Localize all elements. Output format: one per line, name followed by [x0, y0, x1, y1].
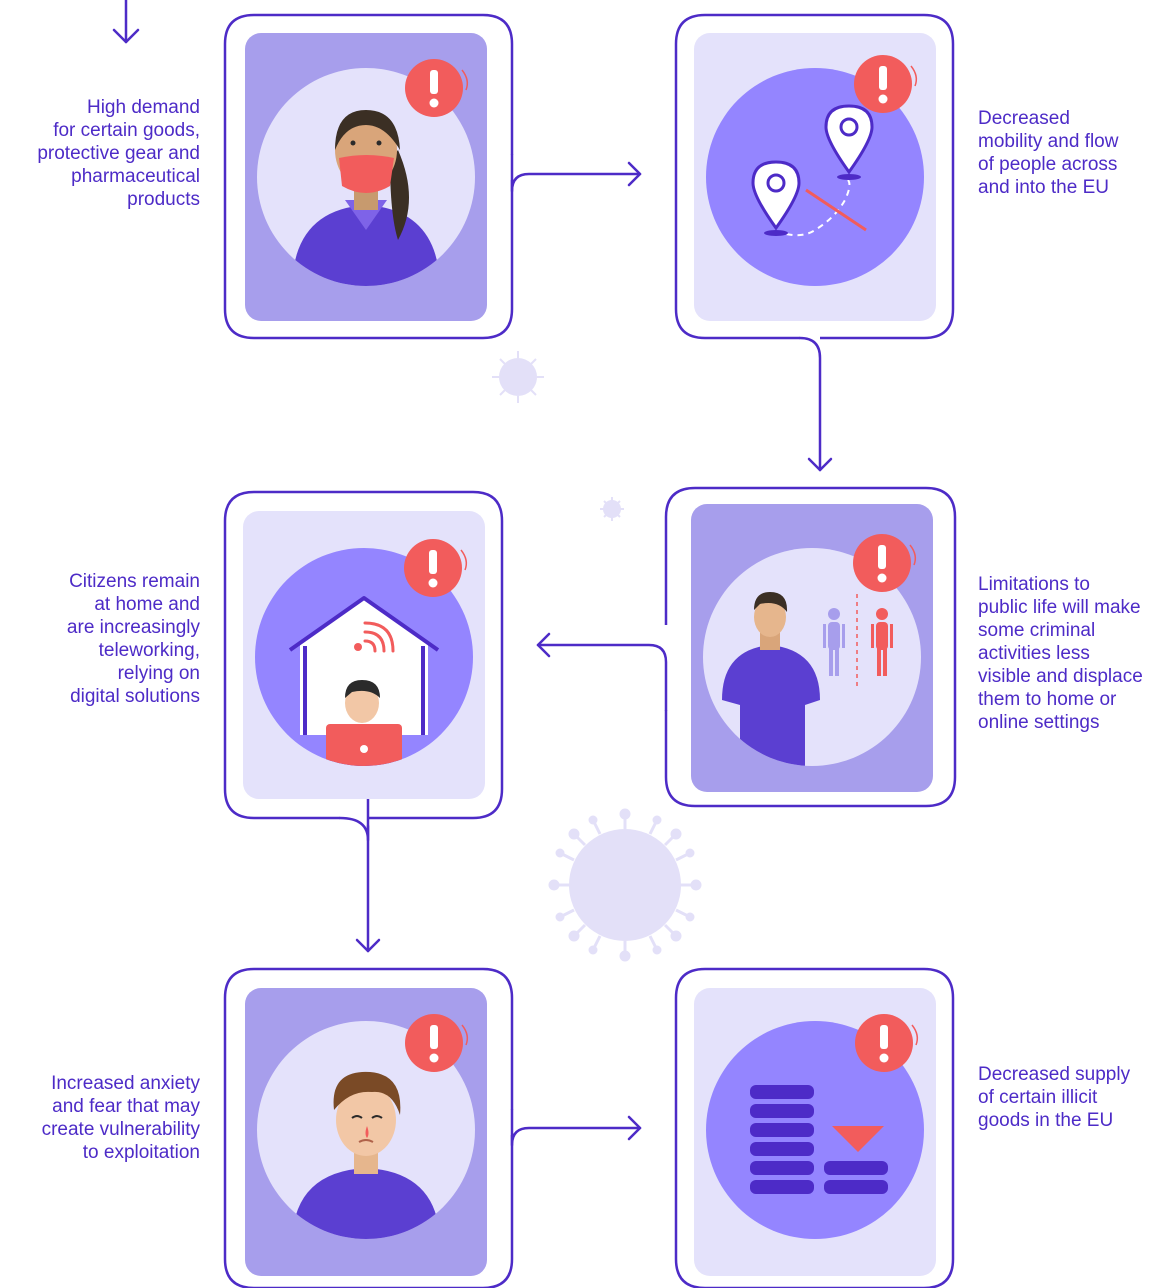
masked-woman-icon: [292, 110, 440, 286]
panel-demand: [223, 13, 514, 340]
decreasing-stack-icon: [750, 1085, 888, 1194]
alert-badge-icon: [854, 55, 918, 113]
panel-public-life: [664, 486, 957, 808]
caption-mobility: Decreased mobility and flow of people ac…: [978, 108, 1119, 198]
arrow-demand-to-mobility: [510, 153, 642, 193]
caption-demand: High demand for certain goods, protectiv…: [37, 97, 200, 210]
panel-anxiety: [223, 967, 514, 1288]
caption-public-life: Limitations to public life will make som…: [978, 574, 1143, 733]
entry-arrow-icon: [112, 0, 140, 44]
arrow-mobility-to-public-life: [798, 336, 833, 472]
alert-badge-icon: [855, 1014, 919, 1072]
arrow-home-to-anxiety-main: [355, 824, 381, 953]
caption-anxiety: Increased anxiety and fear that may crea…: [41, 1073, 200, 1163]
virus-decoration-small: [600, 497, 624, 521]
arrow-anxiety-to-supply: [510, 1108, 642, 1147]
panel-supply: [674, 967, 955, 1288]
crying-man-icon: [292, 1071, 440, 1239]
virus-decoration-large: [548, 808, 702, 962]
map-pins-icon: [751, 104, 874, 237]
arrow-public-life-to-home: [536, 632, 668, 712]
alert-badge-icon: [853, 534, 917, 592]
distancing-man-icon: [722, 592, 893, 766]
teleworking-house-icon: [288, 596, 440, 766]
virus-decoration-medium: [492, 351, 544, 403]
caption-home: Citizens remain at home and are increasi…: [66, 571, 200, 707]
caption-supply: Decreased supply of certain illicit good…: [978, 1064, 1131, 1131]
alert-badge-icon: [405, 1014, 469, 1072]
alert-badge-icon: [404, 539, 468, 597]
panel-home: [223, 490, 504, 820]
alert-badge-icon: [405, 59, 469, 117]
panel-mobility: [674, 13, 955, 340]
